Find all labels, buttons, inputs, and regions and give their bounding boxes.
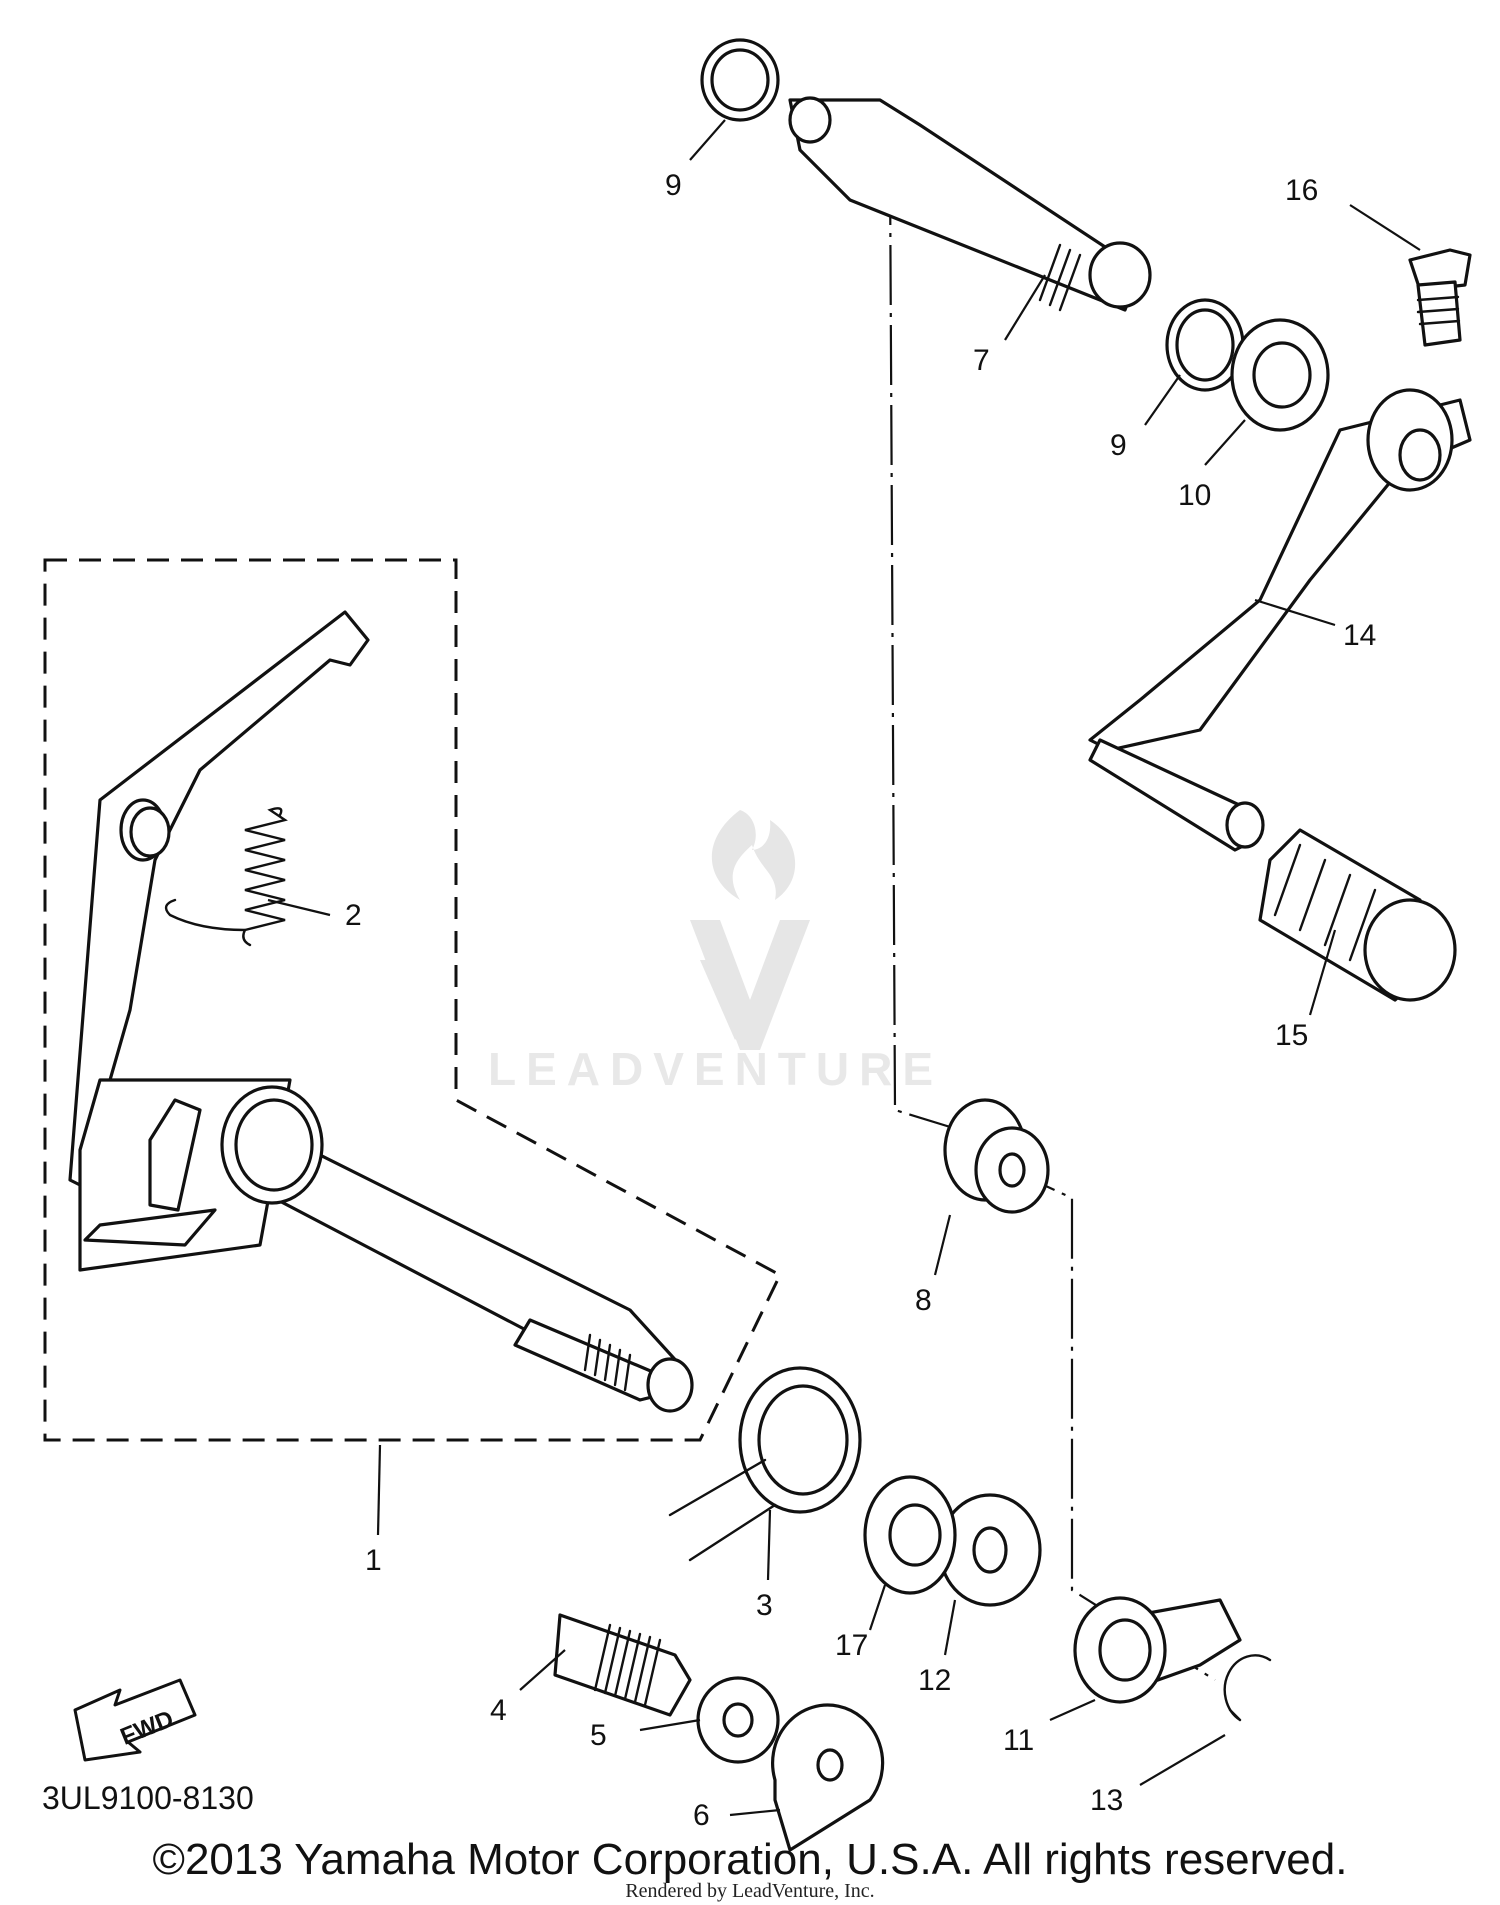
lock-plate-part-6 — [771, 1703, 885, 1852]
callout-2: 2 — [345, 899, 362, 932]
leader-lines — [267, 119, 1421, 1817]
bolt-part-16 — [1408, 248, 1472, 347]
callout-3: 3 — [756, 1589, 773, 1622]
washer-part-9-top — [700, 38, 780, 122]
callout-17: 17 — [835, 1629, 868, 1662]
washer-part-9-mid — [1165, 298, 1245, 392]
bushing-part-8 — [943, 1098, 1050, 1214]
callout-9-mid: 9 — [1110, 429, 1127, 462]
watermark-logo — [690, 810, 810, 1050]
callout-11: 11 — [1003, 1724, 1034, 1757]
pedal-rubber-part-15 — [1258, 828, 1457, 1002]
callout-12: 12 — [918, 1664, 951, 1697]
oil-seal-part-17 — [863, 1475, 957, 1595]
circlip-part-13 — [1223, 1654, 1272, 1722]
callout-4: 4 — [490, 1694, 507, 1727]
copyright-notice: ©2013 Yamaha Motor Corporation, U.S.A. A… — [152, 1835, 1348, 1884]
callout-13: 13 — [1090, 1784, 1123, 1817]
callout-14: 14 — [1343, 619, 1376, 652]
callout-9-top: 9 — [665, 169, 682, 202]
rendered-by-credit: Rendered by LeadVenture, Inc. — [625, 1880, 875, 1902]
callout-5: 5 — [590, 1719, 607, 1752]
shaft-part-7 — [788, 96, 1152, 312]
shift-pedal-part-14 — [1088, 388, 1472, 852]
diagram-reference-code: 3UL9100-8130 — [42, 1780, 254, 1816]
assembly-outline — [43, 558, 782, 1442]
callout-16: 16 — [1285, 174, 1318, 207]
shift-shaft-assembly — [68, 610, 694, 1413]
washer-part-12 — [938, 1493, 1042, 1607]
return-spring-part-3 — [668, 1366, 862, 1562]
callout-10: 10 — [1178, 479, 1211, 512]
oil-seal-part-10 — [1230, 318, 1330, 432]
washer-part-5 — [696, 1676, 780, 1764]
stud-part-4 — [553, 1613, 692, 1717]
spring-part-2 — [164, 807, 288, 947]
axis-line-shaft — [888, 164, 961, 1132]
lever-part-11 — [1073, 1596, 1242, 1704]
callout-15: 15 — [1275, 1019, 1308, 1052]
fwd-arrow-icon: FWD — [73, 1678, 197, 1762]
callout-6: 6 — [693, 1799, 710, 1832]
callout-7: 7 — [973, 344, 990, 377]
watermark-text: LEADVENTURE — [488, 1043, 943, 1095]
callout-8: 8 — [915, 1284, 932, 1317]
callout-1: 1 — [365, 1544, 382, 1577]
